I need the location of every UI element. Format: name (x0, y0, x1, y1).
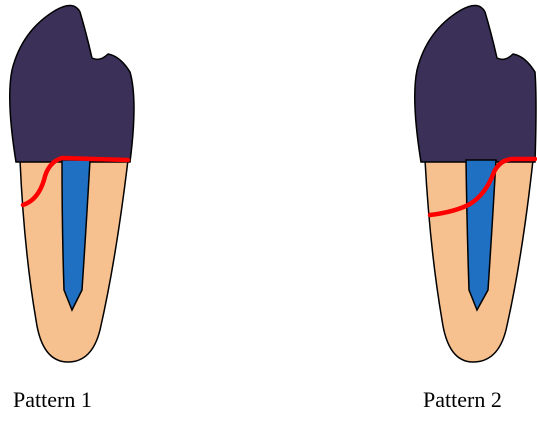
tooth-pattern-2 (415, 5, 536, 362)
tooth-crown (415, 5, 536, 162)
tooth-crown (10, 5, 134, 162)
pattern-1-label: Pattern 1 (13, 387, 92, 412)
tooth-pattern-1 (10, 5, 134, 362)
pattern-2-label: Pattern 2 (423, 387, 502, 412)
